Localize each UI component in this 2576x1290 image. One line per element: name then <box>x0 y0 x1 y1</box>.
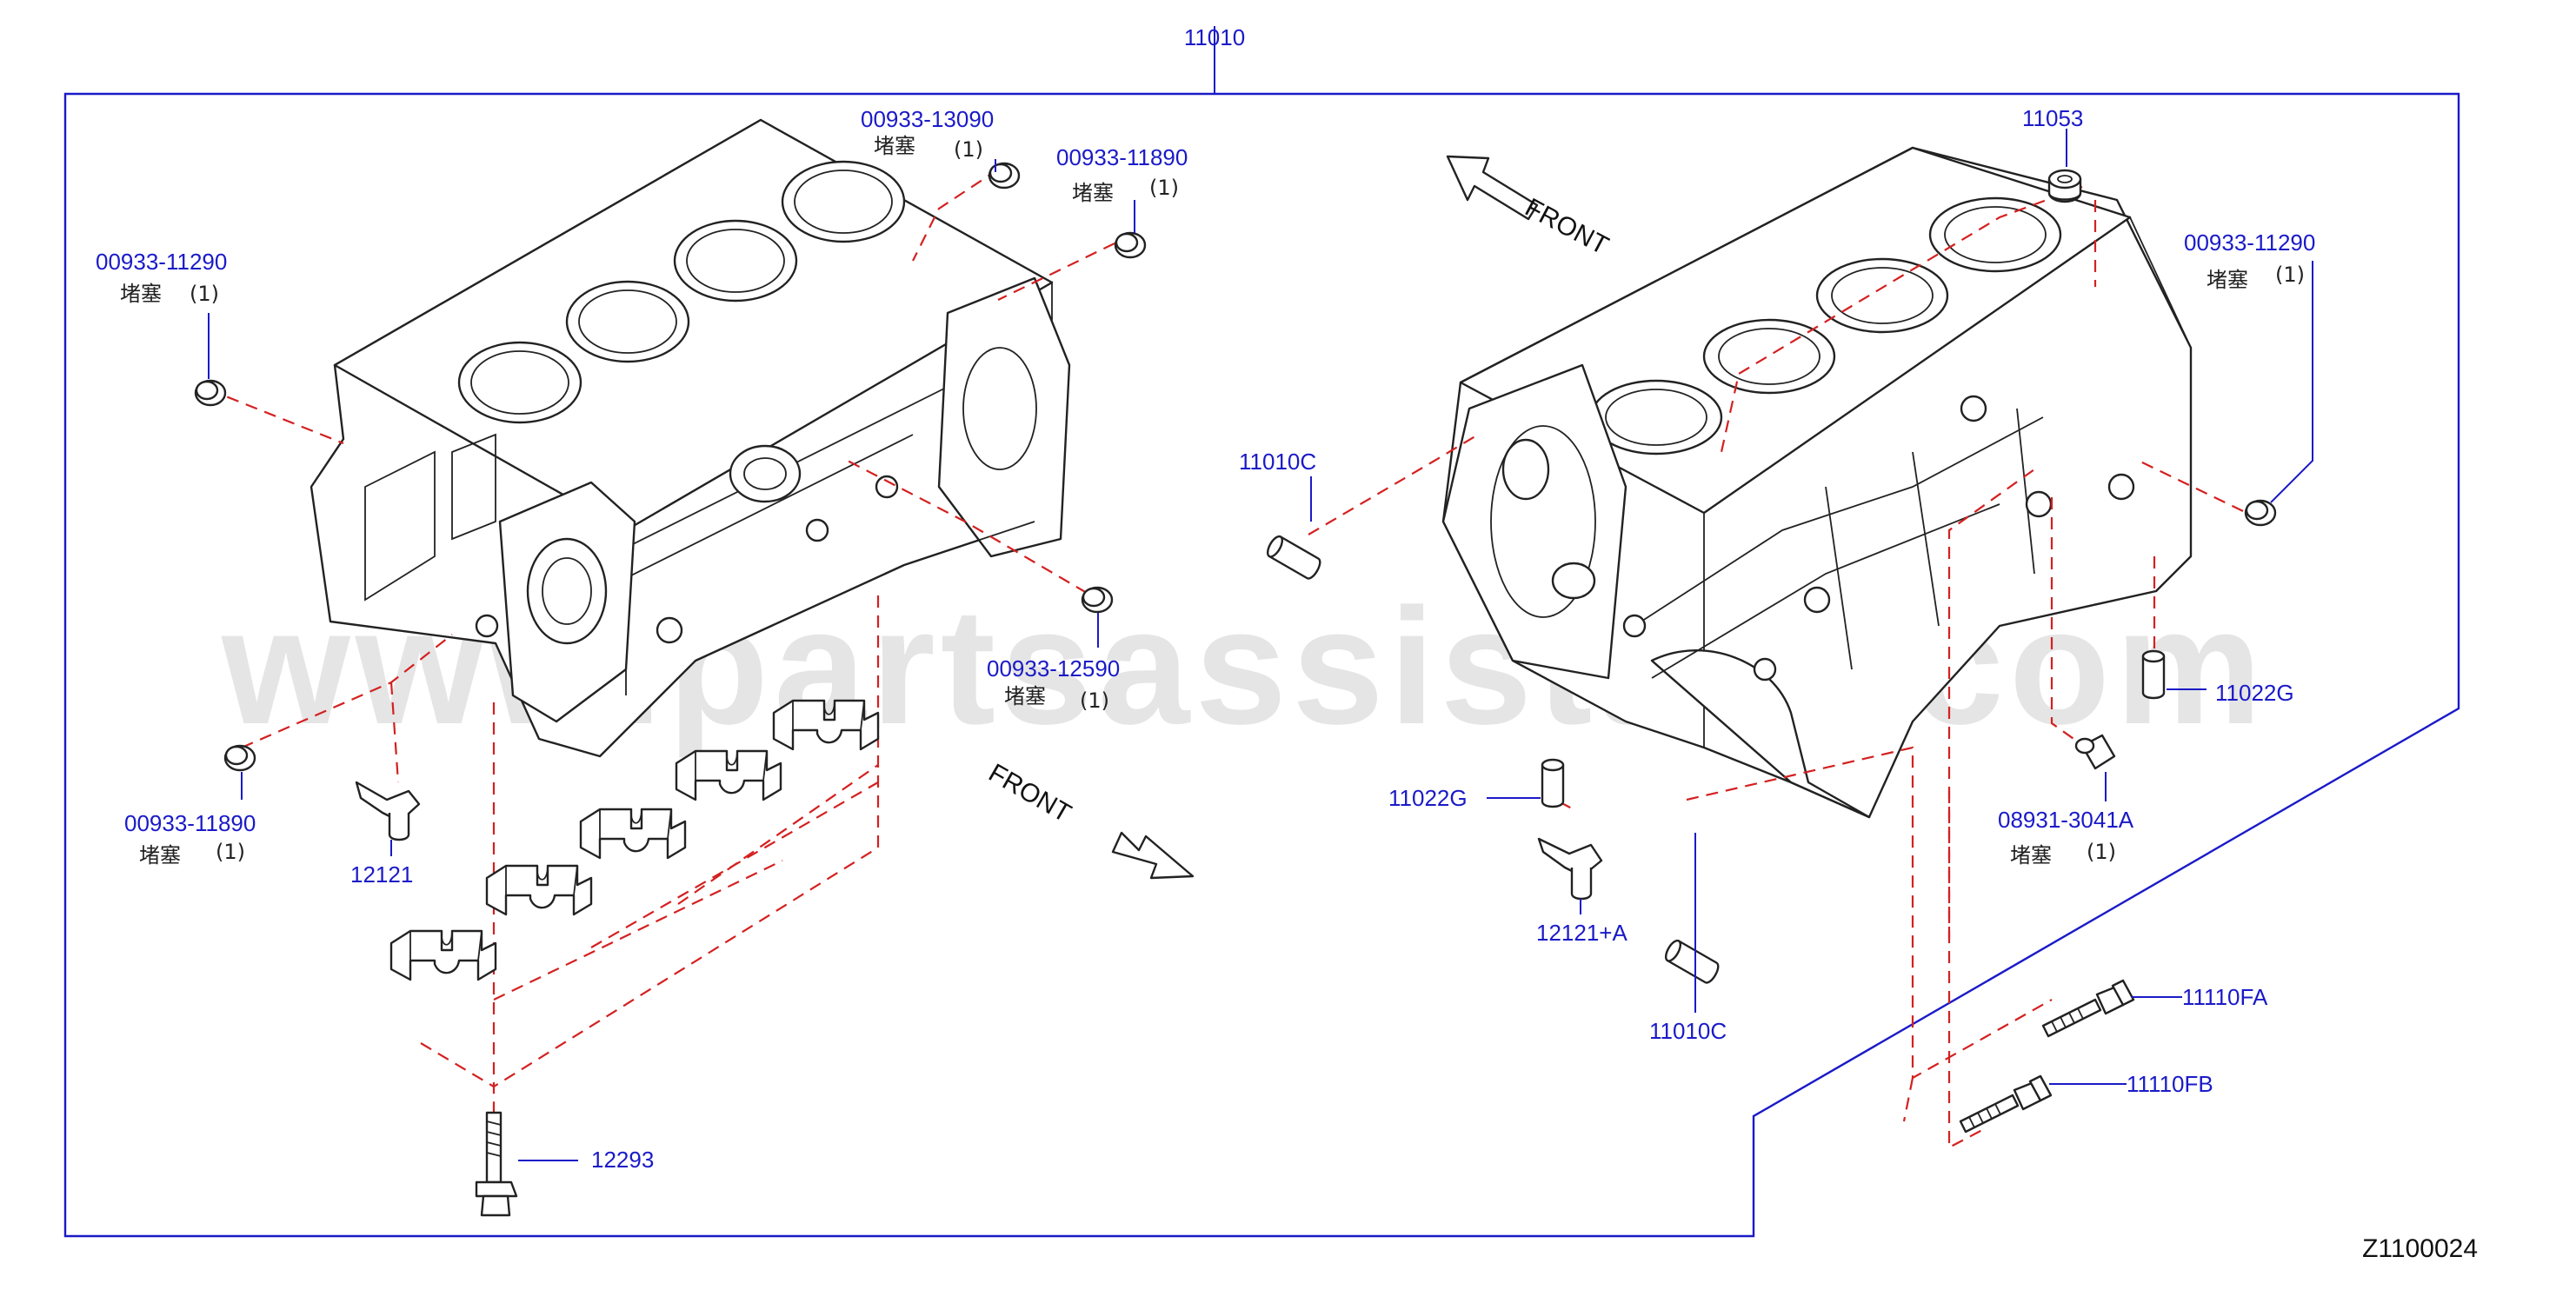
label-00933-11290-right: 00933-11290 <box>2184 229 2315 256</box>
front-arrow-right: FRONT <box>1446 155 1614 261</box>
right-dashed-guides <box>1308 185 2244 1149</box>
bolt-11110fa-icon <box>2041 979 2135 1038</box>
label-00933-11890-top: 00933-11890 <box>1056 144 1188 170</box>
label-11053: 11053 <box>2022 105 2083 131</box>
assembly-part-number: 11010 <box>1184 24 1245 50</box>
front-arrow-left-icon <box>1111 831 1195 880</box>
label-11010c-bottom: 11010C <box>1649 1018 1727 1044</box>
label-00933-11890-bottom: 00933-11890 <box>124 810 256 836</box>
plug-12590-icon <box>1081 586 1114 614</box>
label-11110fb: 11110FB <box>2127 1071 2213 1097</box>
front-label-right: FRONT <box>1521 193 1614 261</box>
bolt-12293-icon <box>475 1111 518 1217</box>
label-00933-13090: 00933-13090 <box>861 106 994 132</box>
label-11022g-right: 11022G <box>2215 680 2294 706</box>
cylinder-block-left <box>310 118 1071 758</box>
label-00933-12590: 00933-12590 <box>987 655 1120 682</box>
dowel-11010c-bottom-icon <box>1664 939 1720 984</box>
label-11110fa: 11110FA <box>2182 984 2268 1010</box>
dowel-11022g-right-icon <box>2141 649 2166 700</box>
label-12121: 12121 <box>350 861 413 888</box>
sub-11890-bottom: 堵塞 <box>139 843 181 868</box>
oil-jet-12121-icon <box>355 781 421 841</box>
label-11010c-top: 11010C <box>1239 449 1316 475</box>
qty-11290-right: (1) <box>2275 263 2305 287</box>
dowel-11022g-left-icon <box>1541 758 1565 808</box>
assembly-boundary <box>63 92 2460 1238</box>
plug-11890-bottom-icon <box>223 744 256 772</box>
ring-dowel-11053-icon <box>2047 169 2082 203</box>
qty-08931: (1) <box>2087 840 2116 864</box>
sub-08931: 堵塞 <box>2010 843 2052 868</box>
qty-11290-left: (1) <box>190 282 219 306</box>
sub-11890-top: 堵塞 <box>1072 181 1114 205</box>
front-arrow-left: FRONT <box>984 758 1195 880</box>
sub-11290-left: 堵塞 <box>120 282 162 306</box>
sub-11290-right: 堵塞 <box>2207 268 2248 292</box>
oil-jet-12121a-icon <box>1537 837 1603 901</box>
dowel-11010c-top-icon <box>1266 535 1321 580</box>
qty-11890-top: (1) <box>1149 176 1179 200</box>
qty-13090: (1) <box>954 137 983 162</box>
qty-12590: (1) <box>1080 688 1109 713</box>
plug-11290-left-icon <box>194 379 227 407</box>
label-08931-3041a: 08931-3041A <box>1998 807 2134 833</box>
sub-13090: 堵塞 <box>874 134 915 158</box>
plug-11890-top-icon <box>1114 231 1147 259</box>
plug-13090-icon <box>988 162 1021 190</box>
label-11022g-left: 11022G <box>1388 785 1468 811</box>
leader-11290-right <box>2270 261 2313 503</box>
label-12121a: 12121+A <box>1536 920 1627 946</box>
left-dashed-guides <box>208 169 1115 1147</box>
front-label-left: FRONT <box>984 758 1076 828</box>
label-12293: 12293 <box>591 1147 654 1173</box>
bolt-11110fb-icon <box>1959 1074 2053 1134</box>
diagram-id: Z1100024 <box>2362 1234 2478 1263</box>
plug-08931-icon <box>2074 734 2116 770</box>
front-arrow-right-icon <box>1446 155 1539 221</box>
label-00933-11290-left: 00933-11290 <box>96 249 227 275</box>
plug-11290-right-icon <box>2244 499 2277 527</box>
sub-12590: 堵塞 <box>1004 684 1046 708</box>
qty-11890-bottom: (1) <box>216 840 245 864</box>
